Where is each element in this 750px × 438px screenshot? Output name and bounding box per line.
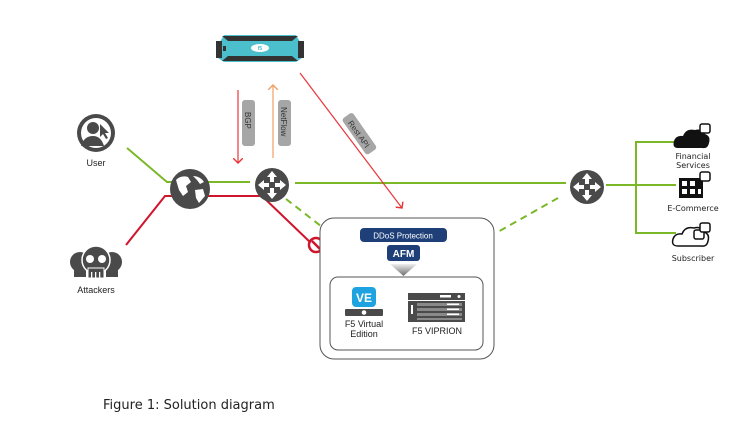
netflow-label: NetFlow xyxy=(278,100,291,146)
rest-api-label: Rest API xyxy=(342,113,377,155)
cloud-outline-icon xyxy=(671,222,711,247)
cloud-icon xyxy=(673,123,711,149)
viprion-label: F5 VIPRION xyxy=(412,326,462,336)
svg-text:Services: Services xyxy=(676,161,710,170)
bgp-label: BGP xyxy=(242,100,255,146)
svg-text:DDoS Protection: DDoS Protection xyxy=(373,232,433,241)
svg-text:E-Commerce: E-Commerce xyxy=(667,204,718,213)
edge-router-to-box-link xyxy=(285,198,327,231)
svg-text:NetFlow: NetFlow xyxy=(279,107,288,137)
destination-subscriber: Subscriber xyxy=(671,222,715,263)
skulls-icon xyxy=(70,245,122,279)
building-grid-icon xyxy=(679,171,711,198)
svg-text:AFM: AFM xyxy=(393,249,415,260)
edge-router-icon xyxy=(255,168,289,202)
f5-appliance-icon: f5 xyxy=(216,35,304,62)
globe-icon xyxy=(170,169,210,209)
core-router-to-box-link xyxy=(495,197,559,234)
rest-api-arrow xyxy=(299,72,402,208)
user-cursor-icon xyxy=(77,114,115,152)
user-label: User xyxy=(86,158,105,168)
viprion-chassis-icon xyxy=(408,293,465,322)
ve-label-line2: Edition xyxy=(350,329,378,339)
core-router-icon xyxy=(570,170,604,204)
afm-badge xyxy=(387,245,420,261)
svg-text:BGP: BGP xyxy=(243,112,252,129)
attack-traffic-lines xyxy=(125,195,313,246)
figure-caption: Figure 1: Solution diagram xyxy=(103,398,275,413)
svg-text:Financial: Financial xyxy=(675,152,710,161)
svg-text:f5: f5 xyxy=(258,46,263,52)
dest-bus xyxy=(635,141,676,234)
user-link xyxy=(126,147,250,183)
destination-financial-services: Financial Services xyxy=(673,123,711,170)
clean-traffic-lines xyxy=(126,141,676,234)
ddos-protection-box: DDoS Protection AFM VE F5 Virtual Editio… xyxy=(319,217,495,360)
ve-icon: VE xyxy=(345,287,383,316)
funnel-arrow xyxy=(390,264,417,276)
svg-text:VE: VE xyxy=(356,291,372,305)
attack-path xyxy=(125,195,313,246)
ve-label-line1: F5 Virtual xyxy=(345,319,383,329)
svg-text:Subscriber: Subscriber xyxy=(672,254,715,263)
attackers-label: Attackers xyxy=(77,285,115,295)
attackers-node: Attackers xyxy=(70,245,122,295)
ddos-protection-badge xyxy=(360,228,447,242)
destination-e-commerce: E-Commerce xyxy=(667,171,719,213)
user-node: User xyxy=(77,114,115,168)
